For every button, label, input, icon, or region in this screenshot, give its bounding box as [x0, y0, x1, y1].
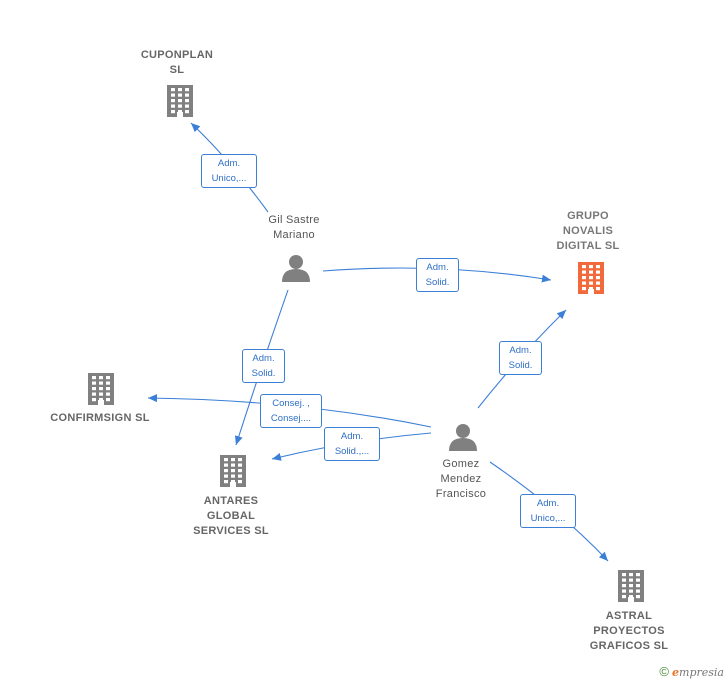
node-label-grupo-novalis[interactable]: GRUPO NOVALIS DIGITAL SL: [556, 210, 620, 252]
edge-label[interactable]: Adm. Solid.,...: [324, 427, 380, 461]
edge-label[interactable]: Adm. Unico,...: [520, 494, 576, 528]
brand-logo[interactable]: empresia: [672, 666, 724, 679]
edge-label[interactable]: Adm. Unico,...: [201, 154, 257, 188]
node-label-astral[interactable]: ASTRAL PROYECTOS GRAFICOS SL: [589, 610, 669, 652]
building-icon[interactable]: [167, 85, 193, 117]
edge-label[interactable]: Adm. Solid.: [242, 349, 285, 383]
building-icon[interactable]: [618, 570, 644, 602]
node-label-gil-sastre[interactable]: Gil Sastre Mariano: [268, 214, 320, 241]
node-label-confirmsign[interactable]: CONFIRMSIGN SL: [50, 412, 150, 424]
node-label-gomez-mendez[interactable]: Gomez Mendez Francisco: [435, 458, 487, 500]
person-icon[interactable]: [282, 255, 310, 282]
footer: © empresia: [659, 664, 724, 679]
building-icon[interactable]: [220, 455, 246, 487]
edge-label[interactable]: Consej. , Consej....: [260, 394, 322, 428]
copyright-icon: ©: [659, 664, 669, 679]
building-icon[interactable]: [578, 262, 604, 294]
node-label-antares[interactable]: ANTARES GLOBAL SERVICES SL: [193, 495, 269, 537]
node-label-cuponplan[interactable]: CUPONPLAN SL: [140, 49, 214, 76]
icons-layer: [88, 85, 644, 602]
person-icon[interactable]: [449, 424, 477, 451]
edge-label[interactable]: Adm. Solid.: [416, 258, 459, 292]
edge-label[interactable]: Adm. Solid.: [499, 341, 542, 375]
building-icon[interactable]: [88, 373, 114, 405]
